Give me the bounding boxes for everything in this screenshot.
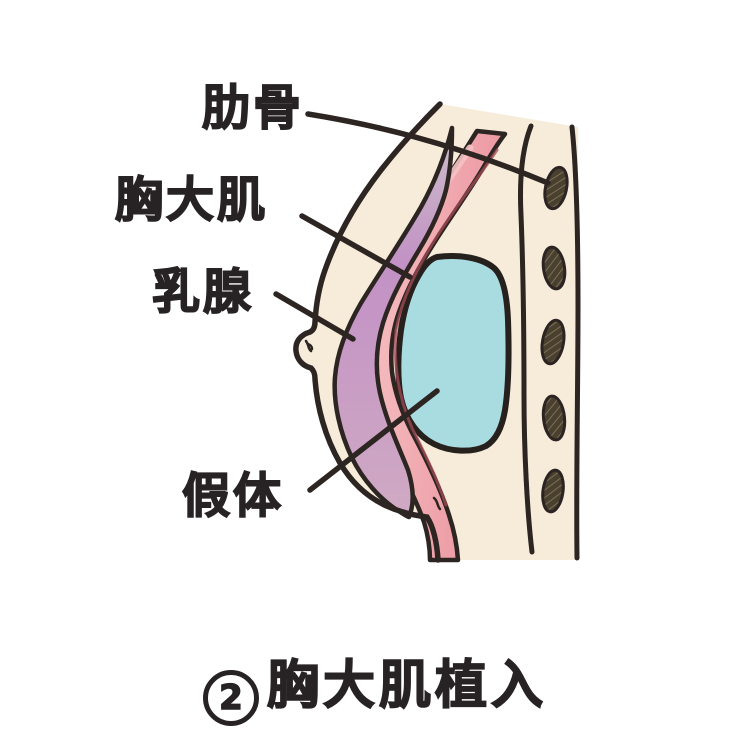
rib-cross-sections <box>540 165 569 514</box>
skin-crease-mark <box>432 496 442 511</box>
leader-line-implant <box>307 388 440 493</box>
label-mammary-gland: 乳腺 <box>151 264 255 320</box>
rib-icon <box>540 318 566 366</box>
leader-line-muscle <box>299 213 413 280</box>
skin-outline <box>293 101 443 563</box>
label-implant: 假体 <box>181 468 285 524</box>
caption-text: 胸大肌植入 <box>266 655 547 717</box>
rib-icon <box>541 245 567 291</box>
rib-icon <box>541 468 565 514</box>
caption-step-number: 2 <box>202 670 259 726</box>
muscle-shading-line <box>393 148 499 507</box>
leader-line-gland <box>273 291 356 342</box>
rib-icon <box>543 165 569 211</box>
nipple-mark <box>304 339 314 353</box>
implant-shape <box>395 253 512 454</box>
label-ribs: 肋骨 <box>201 80 305 136</box>
rib-icon <box>541 394 567 442</box>
mammary-gland-shape <box>332 125 455 520</box>
back-outline <box>569 124 581 561</box>
label-pectoral-muscle: 胸大肌 <box>114 172 269 228</box>
leader-lines <box>273 111 551 493</box>
leader-line-ribs <box>305 111 551 186</box>
